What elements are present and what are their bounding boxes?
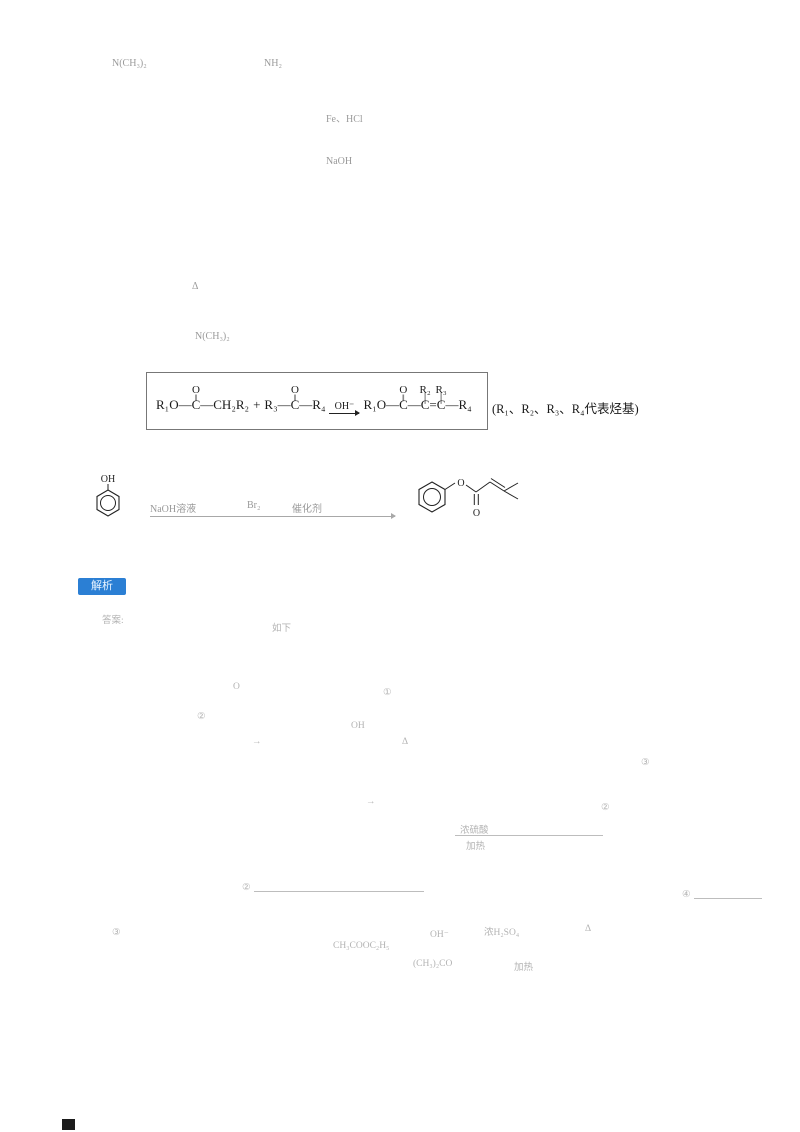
single-bond-glyph: │ — [437, 393, 445, 404]
carbonyl-group-2: O‖C — [290, 384, 300, 413]
solution-fragment: ③ — [112, 928, 121, 938]
scheme-reagent-3: 催化剂 — [292, 504, 322, 515]
carbonyl-oxygen-1: O‖ — [191, 384, 200, 404]
scheme-reagent-2: Br₂ — [247, 500, 261, 511]
solution-fragment: → — [366, 797, 376, 807]
carbon-label: C — [399, 397, 408, 412]
r2-label: R₂ — [419, 384, 431, 397]
carbon-label: C — [436, 397, 446, 412]
arrow-line — [329, 410, 361, 416]
solution-fragment: ③ — [641, 758, 650, 768]
faint-formula-amine-1: N(CH₃)₂ — [112, 58, 147, 69]
solution-fragment: ① — [383, 688, 392, 698]
plus-sign: + — [253, 397, 261, 412]
carbonyl-group-1: O‖C — [191, 384, 201, 413]
single-bond-dash: — — [407, 397, 421, 412]
condition-label-top: 浓硫酸 — [460, 826, 489, 836]
r-group-note: (R₁、R₂、R₃、R₄代表烃基) — [492, 402, 639, 416]
faint-condition-1: Fe、HCl — [326, 114, 363, 125]
carbonyl-oxygen-2: O‖ — [290, 384, 299, 404]
oxygen-label: O — [290, 384, 299, 397]
hydroxyl-label: OH — [101, 474, 115, 485]
faint-condition-2: NaOH — [326, 156, 353, 167]
solution-condition: 加热 — [514, 963, 534, 973]
scheme-reagent-1: NaOH溶液 — [150, 504, 197, 515]
carbon-label: C — [290, 397, 300, 412]
solution-formula: (CH₃)₂CO — [413, 959, 453, 969]
product-prefix: R₁O— — [363, 397, 400, 412]
r3-label: R₃ — [435, 384, 447, 397]
solution-fragment: ② — [197, 712, 206, 722]
double-bond-glyph: ‖ — [402, 393, 405, 404]
benzene-ring — [418, 481, 446, 513]
benzene-ring — [96, 489, 120, 517]
solution-fragment: OH⁻ — [430, 930, 449, 940]
arrow-condition-label: OH⁻ — [334, 401, 355, 412]
reactant2-suffix: —R₄ — [299, 397, 326, 412]
reactant2-prefix: R₃— — [264, 397, 291, 412]
solution-fragment: ④ — [682, 890, 691, 900]
oxygen-label: O — [191, 384, 200, 397]
carbon-label: C — [191, 397, 201, 412]
solution-fragment: ② — [601, 803, 610, 813]
alkene-carbon-r3: R₃│C — [436, 384, 447, 413]
solution-fragment: O — [233, 682, 240, 692]
condition-label-bottom: 加热 — [466, 842, 486, 852]
page-corner-mark — [62, 1119, 75, 1130]
faint-delta: Δ — [192, 281, 199, 292]
condition-arrow-line — [455, 835, 603, 836]
faint-formula-amine-3: N(CH₃)₂ — [195, 331, 230, 342]
solution-line — [254, 891, 424, 892]
reactant1-prefix: R₁O— — [156, 397, 192, 412]
solution-fragment: 如下 — [272, 624, 292, 634]
double-bond-glyph: ‖ — [293, 393, 297, 404]
solution-fragment: Δ — [585, 924, 592, 934]
solution-fragment: ② — [242, 883, 251, 893]
solution-formula: CH₃COOC₂H₅ — [333, 941, 390, 951]
solution-fragment: OH — [351, 721, 365, 731]
single-bond-glyph: │ — [421, 393, 429, 404]
solution-fragment: Δ — [402, 737, 409, 747]
carbonyl-oxygen-label: O — [473, 508, 480, 519]
oxygen-label: O — [399, 384, 408, 397]
reactant1-suffix: —CH₂R₂ — [200, 397, 250, 412]
double-bond-sign: = — [429, 397, 437, 412]
aromatic-circle — [423, 488, 441, 506]
solution-fragment: → — [252, 737, 262, 747]
ester-product-structure: O O — [418, 478, 519, 519]
faint-formula-amine-2: NH₂ — [264, 58, 282, 69]
reaction-arrow: OH⁻ — [329, 401, 361, 416]
double-bond-glyph: ‖ — [194, 393, 198, 404]
solution-condition: 浓H₂SO₄ — [484, 928, 520, 938]
scheme-arrow — [150, 513, 396, 519]
aromatic-circle — [100, 495, 116, 511]
solution-line — [694, 898, 762, 899]
r2-substituent: R₂│ — [419, 384, 431, 404]
product-carbonyl-oxygen: O‖ — [399, 384, 408, 404]
solution-fragment: 答案: — [102, 616, 124, 626]
ester-oxygen-label: O — [457, 478, 464, 489]
phenol-structure: OH — [96, 474, 120, 517]
r3-substituent: R₃│ — [435, 384, 447, 404]
analysis-badge: 解析 — [78, 578, 126, 595]
alkene-carbon-r2: R₂│C — [419, 384, 430, 413]
carbon-label: C — [420, 397, 430, 412]
product-suffix: —R₄ — [445, 397, 472, 412]
product-carbonyl-group: O‖C — [399, 384, 408, 413]
